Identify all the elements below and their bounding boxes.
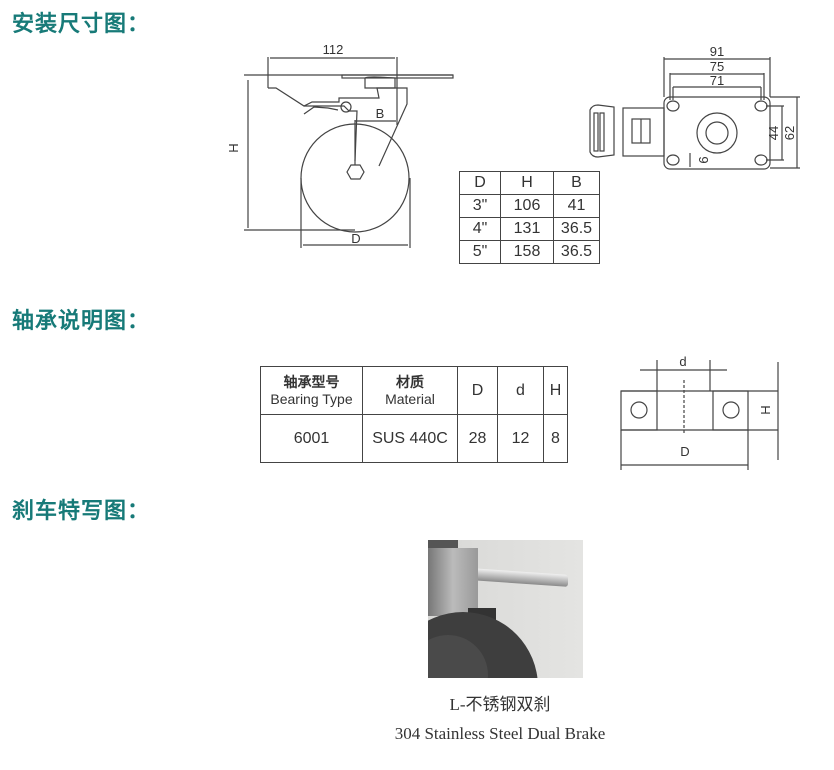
header-en: Material — [385, 390, 435, 407]
dim-44: 44 — [766, 126, 781, 140]
table-header: B — [553, 171, 600, 195]
table-cell: 5" — [459, 240, 501, 264]
dim-91: 91 — [710, 44, 724, 59]
dim-75: 75 — [710, 59, 724, 74]
bearing-dim-d: d — [679, 354, 686, 369]
brake-photo — [428, 540, 583, 678]
table-cell: 131 — [500, 217, 554, 241]
bearing-dim-D: D — [680, 444, 689, 459]
table-cell: SUS 440C — [362, 414, 458, 463]
dim-71: 71 — [710, 73, 724, 88]
table-cell: 8 — [543, 414, 568, 463]
dim-d-label: D — [351, 231, 360, 246]
bearing-dim-h: H — [758, 405, 773, 414]
brake-caption-cn: L-不锈钢双刹 — [449, 695, 551, 714]
table-header: D — [457, 366, 498, 415]
table-cell: 28 — [457, 414, 498, 463]
dim-62: 62 — [782, 126, 797, 140]
side-view-drawing — [244, 57, 454, 248]
table-cell: 4" — [459, 217, 501, 241]
table-cell: 36.5 — [553, 217, 600, 241]
table-header: d — [497, 366, 544, 415]
dim-9: 9 — [696, 156, 711, 163]
header-cn: 材质 — [396, 373, 424, 390]
dim-b-label: B — [376, 106, 385, 121]
table-row: 6001 SUS 440C 28 12 8 — [260, 414, 568, 463]
dim-112: 112 — [323, 42, 344, 57]
table-header: H — [500, 171, 554, 195]
heading-bearing: 轴承说明图： — [12, 309, 151, 334]
brake-caption-en: 304 Stainless Steel Dual Brake — [394, 724, 606, 743]
dim-h-label: H — [226, 143, 241, 152]
header-en: Bearing Type — [270, 390, 353, 407]
table-header: H — [543, 366, 568, 415]
table-cell: 106 — [500, 194, 554, 218]
heading-brake-closeup: 刹车特写图： — [12, 499, 151, 524]
table-header: D — [459, 171, 501, 195]
header-cn: 轴承型号 — [283, 373, 340, 390]
table-header-row: D H B — [459, 171, 600, 195]
table-cell: 158 — [500, 240, 554, 264]
table-cell: 41 — [553, 194, 600, 218]
table-cell: 12 — [497, 414, 544, 463]
heading-install-dimensions: 安装尺寸图： — [12, 12, 151, 37]
table-cell: 6001 — [260, 414, 363, 463]
table-cell: 3" — [459, 194, 501, 218]
table-cell: 36.5 — [553, 240, 600, 264]
bearing-diagram — [620, 360, 779, 470]
top-view-drawing — [589, 57, 800, 170]
